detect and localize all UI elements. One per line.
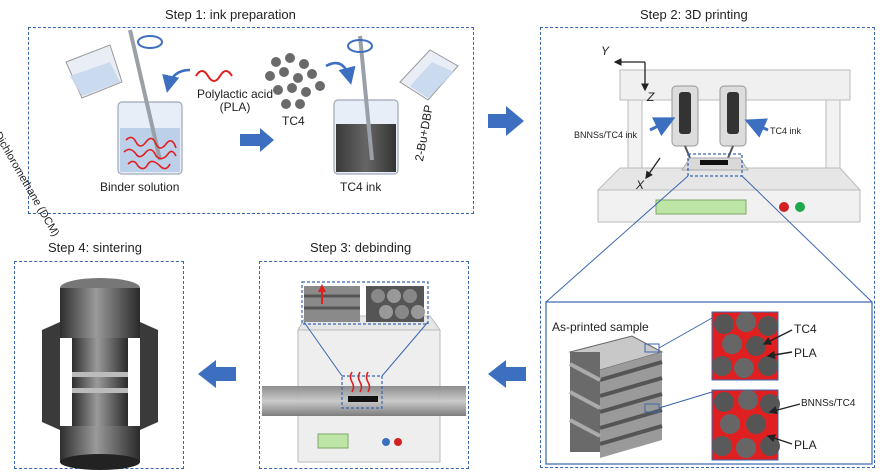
bnns-pointer xyxy=(768,403,801,415)
bnns-inset-label: BNNSs/TC4 xyxy=(801,398,856,409)
binder-solution-label: Binder solution xyxy=(100,180,180,194)
step1-title: Step 1: ink preparation xyxy=(165,7,296,22)
solvent-pouring-beaker xyxy=(399,49,459,101)
step3-panel xyxy=(259,261,469,469)
pla-chain-icon xyxy=(195,70,233,82)
tc4-ink-beaker xyxy=(333,35,399,175)
step3-title: Step 3: debinding xyxy=(310,240,412,255)
pla-label: Polylactic acid (PLA) xyxy=(196,87,274,114)
pla-inset-label-bottom: PLA xyxy=(794,438,817,452)
step1-arrow-body xyxy=(240,134,260,146)
pla-inset-label-top: PLA xyxy=(794,346,817,360)
bnns-ink-label: BNNSs/TC4 ink xyxy=(574,130,638,140)
tc4-ink-label: TC4 ink xyxy=(340,180,382,194)
step1-panel xyxy=(28,27,474,214)
micro-bottom xyxy=(711,389,780,461)
step2-title: Step 2: 3D printing xyxy=(640,7,748,22)
sintering-press xyxy=(42,278,158,470)
bnns-ink-pointer xyxy=(649,117,676,137)
tc4-ink-pointer xyxy=(744,118,769,138)
pla-pointer-bottom xyxy=(766,434,793,445)
step1-arrow-head xyxy=(260,128,274,152)
inset-pointer-top xyxy=(658,317,713,349)
tc4-ink-label-printer: TC4 ink xyxy=(770,126,802,136)
pla-pointer-top xyxy=(766,350,793,359)
z-axis-label: Z xyxy=(647,90,655,104)
x-axis-arrow xyxy=(645,157,661,180)
x-axis-label: X xyxy=(636,178,645,192)
tc4-pointer xyxy=(762,329,793,345)
step2-panel xyxy=(540,27,875,468)
dcm-pouring-beaker xyxy=(65,44,123,99)
furnace xyxy=(262,281,466,463)
step4-title: Step 4: sintering xyxy=(48,240,142,255)
tc4-inset-label: TC4 xyxy=(794,322,817,336)
pla-add-arrow xyxy=(162,68,191,93)
inset-pointer-bottom xyxy=(658,391,713,409)
flow-arrow-1-2 xyxy=(488,106,524,136)
zoom-line-right xyxy=(741,175,873,303)
y-axis-label: Y xyxy=(601,44,610,58)
micro-top xyxy=(711,311,779,381)
flow-arrow-3-4 xyxy=(198,360,236,388)
tc4-powder-label: TC4 xyxy=(282,114,305,128)
tc4-powder xyxy=(265,53,325,109)
zoom-line-left xyxy=(545,175,689,303)
printed-lattice xyxy=(568,335,664,458)
flow-arrow-2-3 xyxy=(488,360,526,388)
as-printed-title: As-printed sample xyxy=(552,320,649,334)
tc4-add-arrow xyxy=(325,61,356,85)
binder-beaker xyxy=(117,29,183,175)
printer xyxy=(596,69,862,223)
